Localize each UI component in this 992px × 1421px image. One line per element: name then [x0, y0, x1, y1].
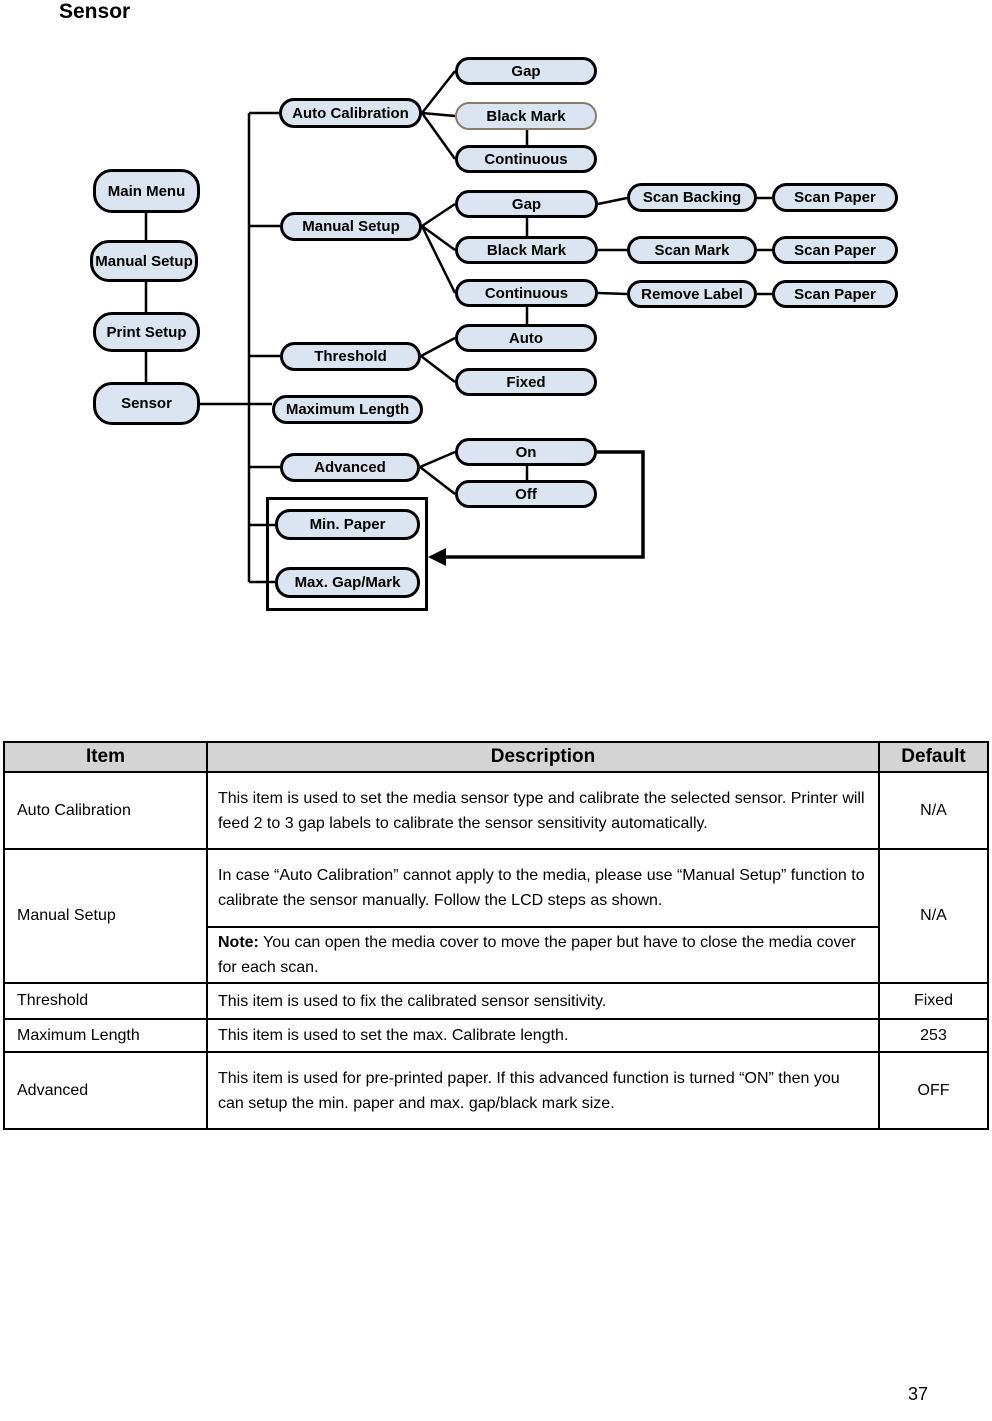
node-fixed: Fixed [455, 368, 597, 396]
page-number: 37 [908, 1384, 929, 1404]
node-scan-mark: Scan Mark [627, 236, 757, 264]
node-continuous-manual: Continuous [455, 279, 598, 307]
node-auto: Auto [455, 324, 597, 352]
node-manual-setup-left: Manual Setup [90, 240, 198, 282]
node-continuous-auto: Continuous [455, 145, 597, 173]
node-scan-paper-2: Scan Paper [772, 236, 898, 264]
table-row: Note: You can open the media cover to mo… [4, 926, 988, 984]
desc-auto-calibration: This item is used to set the media senso… [206, 771, 880, 850]
desc-advanced: This item is used for pre-printed paper.… [206, 1051, 880, 1130]
node-auto-calibration: Auto Calibration [279, 98, 422, 128]
default-auto-calibration: N/A [878, 771, 989, 850]
table-header-row: Item Description Default [3, 741, 989, 773]
node-on: On [455, 438, 597, 466]
settings-table: Item Description Default Auto Calibratio… [3, 741, 989, 1130]
node-manual-setup: Manual Setup [280, 212, 422, 241]
sensor-menu-diagram: Main Menu Manual Setup Print Setup Senso… [0, 0, 992, 660]
item-threshold: Threshold [3, 982, 208, 1020]
note-text: You can open the media cover to move the… [218, 934, 856, 976]
node-black-mark-manual: Black Mark [455, 236, 598, 264]
desc-maximum-length: This item is used to set the max. Calibr… [206, 1018, 880, 1053]
diagram-connectors [144, 70, 772, 584]
node-gap-auto: Gap [455, 57, 597, 85]
header-description: Description [206, 741, 880, 773]
node-off: Off [455, 480, 597, 508]
table-row: Threshold This item is used to fix the c… [3, 982, 989, 1020]
header-item: Item [3, 741, 208, 773]
node-scan-paper-3: Scan Paper [772, 280, 898, 308]
note-label: Note: [218, 934, 259, 951]
table-row: Maximum Length This item is used to set … [3, 1018, 989, 1053]
default-advanced: OFF [878, 1051, 989, 1130]
table-row: Advanced This item is used for pre-print… [3, 1051, 989, 1130]
advanced-options-box [266, 497, 428, 611]
node-scan-backing: Scan Backing [627, 183, 757, 212]
table-row: Manual Setup In case “Auto Calibration” … [3, 848, 989, 984]
arrowhead-left-icon [428, 548, 446, 566]
desc-manual-setup-note: Note: You can open the media cover to mo… [206, 926, 880, 984]
node-max-gap-mark: Max. Gap/Mark [275, 567, 420, 598]
item-advanced: Advanced [3, 1051, 208, 1130]
header-default: Default [878, 741, 989, 773]
node-black-mark-auto: Black Mark [455, 102, 597, 130]
node-min-paper: Min. Paper [275, 509, 420, 540]
default-maximum-length: 253 [878, 1018, 989, 1053]
item-maximum-length: Maximum Length [3, 1018, 208, 1053]
table-row: Auto Calibration This item is used to se… [3, 771, 989, 850]
node-sensor: Sensor [93, 382, 200, 425]
desc-threshold: This item is used to fix the calibrated … [206, 982, 880, 1020]
node-remove-label: Remove Label [627, 280, 757, 308]
node-main-menu: Main Menu [93, 169, 200, 213]
node-advanced: Advanced [280, 453, 420, 482]
node-gap-manual: Gap [455, 190, 598, 218]
item-manual-setup: Manual Setup [3, 848, 208, 984]
node-scan-paper-1: Scan Paper [772, 183, 898, 212]
default-threshold: Fixed [878, 982, 989, 1020]
node-threshold: Threshold [280, 342, 421, 371]
node-maximum-length: Maximum Length [272, 395, 423, 424]
page-title: Sensor [59, 0, 131, 23]
desc-manual-setup: In case “Auto Calibration” cannot apply … [206, 848, 880, 928]
default-manual-setup: N/A [878, 848, 989, 984]
node-print-setup: Print Setup [93, 312, 200, 352]
item-auto-calibration: Auto Calibration [3, 771, 208, 850]
